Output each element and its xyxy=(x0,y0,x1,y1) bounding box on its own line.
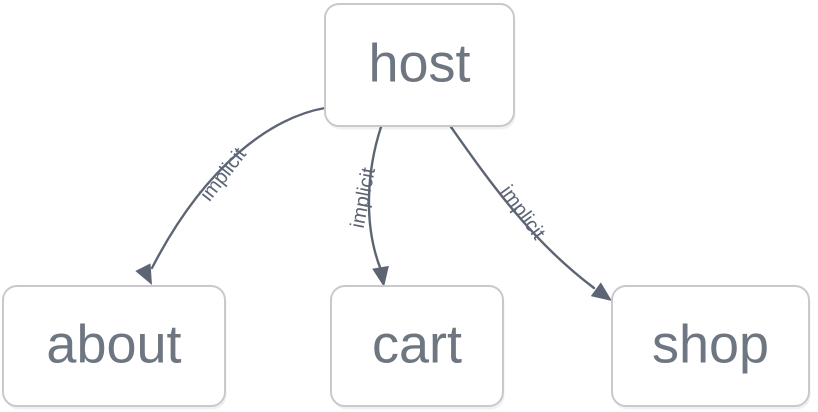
edge-host-to-shop xyxy=(449,125,612,301)
node-host[interactable]: host xyxy=(324,3,516,130)
node-cart[interactable]: cart xyxy=(330,285,505,410)
node-box[interactable] xyxy=(324,3,515,127)
edge-label: implicit xyxy=(496,181,550,244)
node-about[interactable]: about xyxy=(2,285,227,410)
edge-host-to-cart xyxy=(367,125,389,287)
node-box[interactable] xyxy=(330,285,504,407)
node-label: cart xyxy=(372,314,462,374)
edge-label: implicit xyxy=(347,165,380,230)
node-label: about xyxy=(46,314,181,374)
arrowhead-icon xyxy=(135,263,152,285)
nodes-layer: host about cart shop xyxy=(2,3,811,410)
arrowhead-icon xyxy=(590,282,612,301)
edge-line xyxy=(150,106,327,270)
edge-line xyxy=(449,125,596,290)
arrowhead-icon xyxy=(372,265,389,287)
node-label: shop xyxy=(652,314,769,374)
edge-line xyxy=(367,125,383,272)
edge-host-to-about xyxy=(135,106,327,285)
node-box[interactable] xyxy=(2,285,226,407)
node-box[interactable] xyxy=(611,285,810,407)
node-label: host xyxy=(368,33,470,93)
edges-layer xyxy=(135,106,612,301)
edge-label: implicit xyxy=(196,143,251,205)
node-shop[interactable]: shop xyxy=(611,285,811,410)
